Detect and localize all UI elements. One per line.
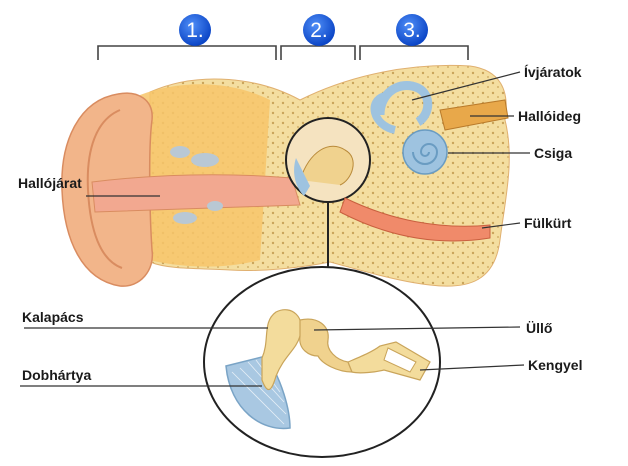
section-badge-3: 3. [396, 14, 428, 46]
ear-canal [91, 174, 301, 213]
magnified-middle-ear [203, 266, 441, 458]
section-number-1: 1. [186, 19, 204, 42]
eardrum-texture [231, 359, 287, 425]
ear-cross-section [61, 64, 510, 287]
label-fulkurt: Fülkürt [524, 215, 572, 231]
stapes-opening [383, 347, 417, 373]
label-ullo: Üllő [526, 320, 552, 336]
section-badge-1: 1. [179, 14, 211, 46]
auditory-nerve [439, 99, 509, 131]
label-kalapacs: Kalapács [22, 309, 84, 325]
section-number-3: 3. [403, 19, 421, 42]
air-cell [173, 212, 197, 224]
leader-lines [20, 71, 530, 387]
cochlea-spiral [412, 143, 439, 165]
air-cell [170, 146, 190, 158]
label-halloideg: Hallóideg [518, 108, 581, 124]
semicircular-canal [370, 92, 397, 134]
section-brackets [97, 45, 469, 60]
labels: Ívjáratok Hallóideg Csiga Hallójárat Fül… [18, 64, 582, 383]
cochlea [402, 129, 448, 175]
label-kengyel: Kengyel [528, 357, 582, 373]
eardrum-small [294, 158, 310, 196]
label-ivjaratok: Ívjáratok [524, 64, 582, 80]
label-hallojarat: Hallójárat [18, 175, 82, 191]
air-cell [207, 201, 223, 211]
section-badge-2: 2. [303, 14, 335, 46]
label-dobhartya: Dobhártya [22, 367, 91, 383]
section-number-2: 2. [310, 19, 328, 42]
air-cell [191, 153, 219, 167]
label-csiga: Csiga [534, 145, 572, 161]
pinna-fold [86, 109, 123, 269]
ossicles-small [299, 145, 354, 186]
eustachian-tube [339, 197, 491, 242]
